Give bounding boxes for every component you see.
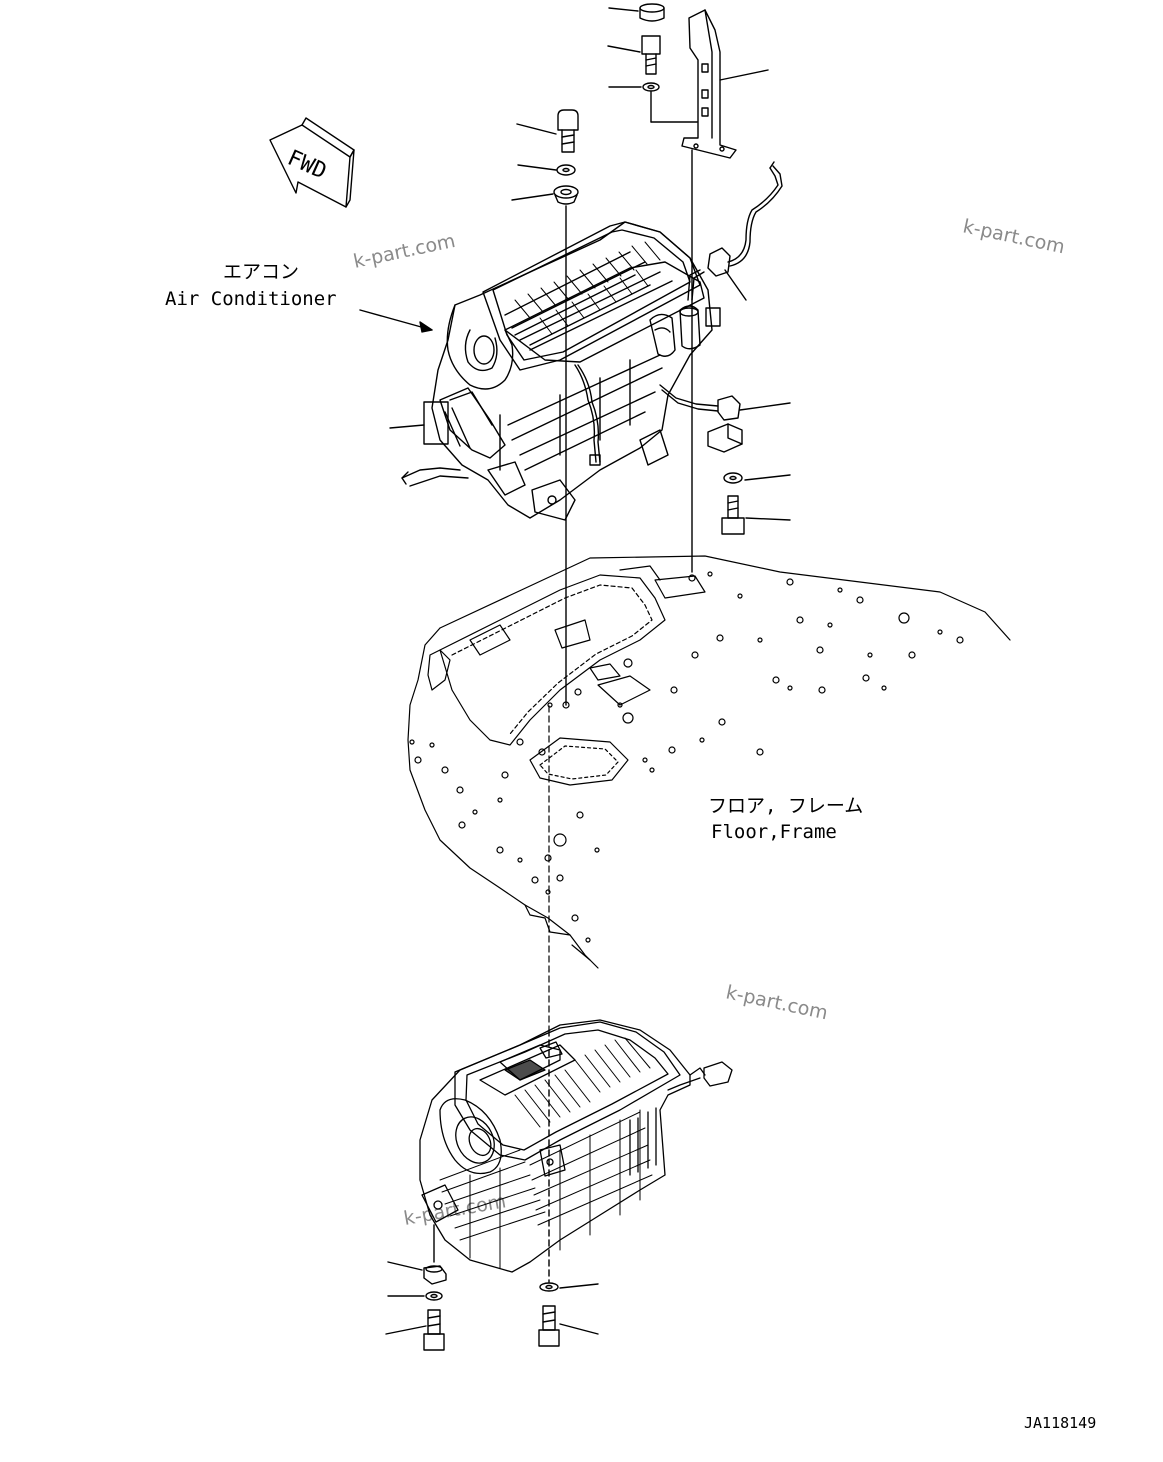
air-conditioner-unit-bottom (419, 1019, 733, 1273)
floor-label-jp: フロア, フレーム (708, 795, 863, 817)
nut-part (423, 1265, 447, 1285)
drawing-code: JA118149 (1024, 1414, 1096, 1432)
bolt-part (557, 109, 579, 153)
relay-part (707, 423, 743, 453)
leader-lines (359, 149, 791, 706)
mounting-bracket-part (681, 9, 737, 159)
upper-bolt-part (641, 35, 661, 75)
air-conditioner-unit-top (401, 221, 713, 521)
washer-part (556, 164, 576, 176)
connector-part (717, 395, 741, 421)
top-hardware (607, 3, 769, 159)
right-hardware (721, 472, 745, 535)
bolt-part (721, 495, 745, 535)
watermark-text: k-part.com (351, 230, 457, 273)
watermark-text: k-part.com (402, 1190, 508, 1230)
washer-part (723, 472, 743, 484)
washer-part (642, 82, 660, 92)
fwd-direction-badge: FWD (269, 117, 355, 208)
floor-label-en: Floor,Frame (711, 821, 837, 843)
bolt-part (423, 1309, 445, 1351)
arrowhead-icon (419, 321, 433, 333)
watermark-text: k-part.com (724, 981, 830, 1024)
wire-harness (659, 161, 783, 453)
ac-label-en: Air Conditioner (165, 288, 337, 310)
mounting-holes (409, 571, 964, 943)
ac-label-group: エアコン Air Conditioner (165, 261, 337, 310)
ac-label-jp: エアコン (223, 261, 299, 283)
bolt-part (538, 1305, 560, 1347)
watermark-text: k-part.com (961, 215, 1067, 258)
washer-part (539, 1282, 559, 1292)
left-hardware (511, 109, 579, 205)
fwd-label: FWD (284, 146, 330, 185)
washer-part (425, 1291, 443, 1301)
floor-label-group: フロア, フレーム Floor,Frame (708, 795, 863, 843)
rubber-cap-part (639, 3, 665, 22)
watermarks: k-part.com k-part.com k-part.com k-part.… (351, 215, 1066, 1230)
floor-frame (407, 555, 1011, 1031)
bottom-hardware (385, 1029, 599, 1351)
grommet-part (553, 185, 579, 205)
